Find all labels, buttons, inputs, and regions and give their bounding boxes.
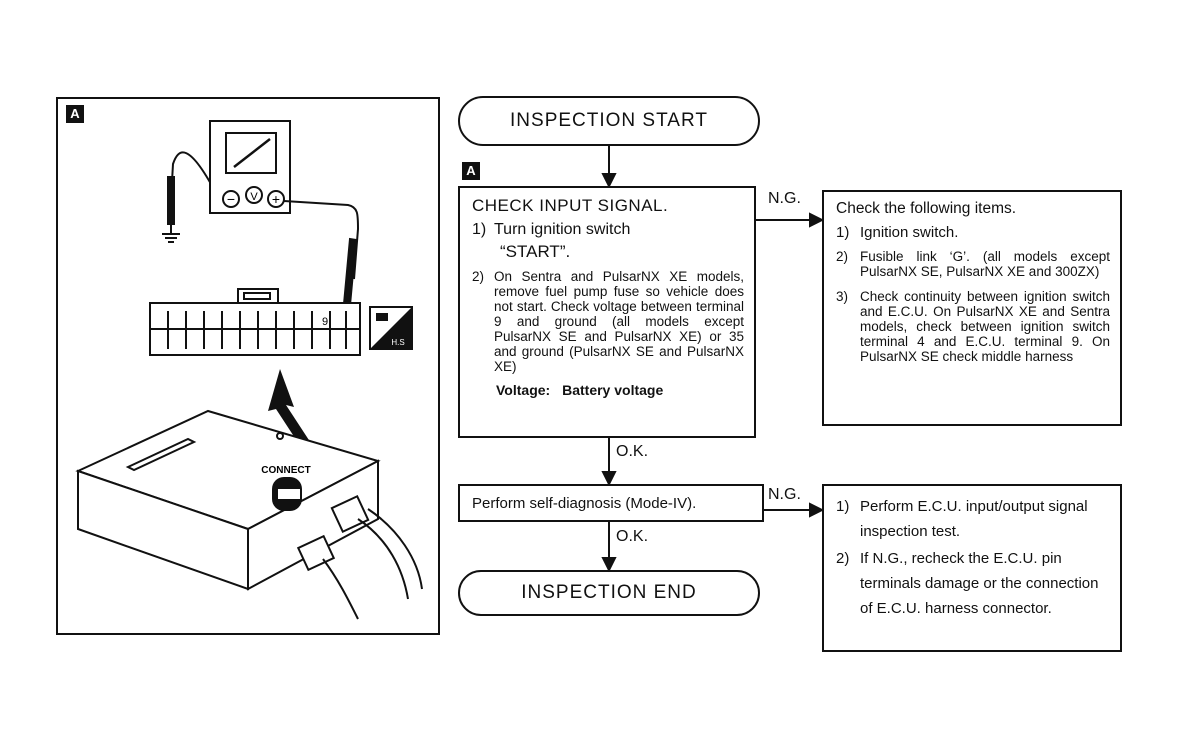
ground-symbol-icon — [162, 233, 180, 243]
item2-number: 2) — [836, 249, 849, 264]
connect-plug-symbol-icon — [272, 477, 302, 511]
items-title: Check the following items. — [836, 200, 1017, 217]
step2-text: On Sentra and PulsarNX XE models, remove… — [494, 269, 744, 374]
voltmeter-illustration: − V + 9 — [75, 120, 423, 620]
voltmeter-icon — [209, 120, 291, 214]
plus-symbol: + — [272, 191, 280, 207]
start-label: INSPECTION START — [510, 110, 708, 131]
item3-number: 3) — [836, 289, 849, 304]
ecu-inspection-box: 1) Perform E.C.U. input/output signal in… — [822, 484, 1122, 652]
voltage-label: Voltage: — [496, 382, 551, 398]
positive-lead — [283, 200, 360, 312]
illustration-panel: A − V + — [56, 97, 440, 635]
self-diagnosis-box: Perform self-diagnosis (Mode-IV). — [458, 484, 764, 522]
hs-badge-text: H.S — [391, 338, 404, 347]
ecu-unit-icon — [75, 409, 381, 591]
ecu-step1-text: Perform E.C.U. input/output signal inspe… — [860, 498, 1088, 540]
check-title: CHECK INPUT SIGNAL. — [472, 196, 669, 215]
check-items-box: Check the following items. 1) Ignition s… — [822, 190, 1122, 426]
voltage-value: Battery voltage — [562, 382, 664, 398]
connector-icon — [149, 288, 361, 356]
item3-text: Check continuity between ignition switch… — [860, 289, 1110, 364]
ng-label-2: N.G. — [768, 486, 801, 503]
ecu-step2-number: 2) — [836, 550, 850, 567]
ok-label-1: O.K. — [616, 443, 649, 460]
check-input-signal-box: CHECK INPUT SIGNAL. 1) Turn ignition swi… — [458, 186, 756, 438]
ng-label-1: N.G. — [768, 190, 801, 207]
figure-tag: A — [66, 105, 84, 123]
terminal-number: 9 — [322, 316, 328, 328]
connector-plug-icon — [296, 494, 423, 620]
ground-lead — [167, 151, 219, 234]
voltmeter-symbol: V — [250, 191, 258, 203]
ecu-step2-text: If N.G., recheck the E.C.U. pin terminal… — [860, 550, 1099, 617]
end-label: INSPECTION END — [521, 582, 697, 603]
ecu-step1-number: 1) — [836, 498, 850, 515]
item2-text: Fusible link ‘G’. (all models except Pul… — [860, 249, 1110, 279]
flow-tag: A — [462, 162, 480, 180]
step1-number: 1) — [472, 221, 487, 238]
minus-symbol: − — [227, 191, 235, 207]
step2-number: 2) — [472, 269, 485, 284]
step1-text: Turn ignition switch — [494, 221, 631, 238]
step1-quote: “START”. — [500, 242, 571, 261]
item1-number: 1) — [836, 224, 850, 241]
inspection-end-terminal: INSPECTION END — [458, 570, 760, 616]
self-diagnosis-text: Perform self-diagnosis (Mode-IV). — [472, 494, 697, 512]
connect-label: CONNECT — [261, 465, 310, 476]
item1-text: Ignition switch. — [860, 224, 959, 241]
ok-label-2: O.K. — [616, 528, 649, 545]
hs-badge-icon — [369, 306, 413, 350]
inspection-start-terminal: INSPECTION START — [458, 96, 760, 146]
